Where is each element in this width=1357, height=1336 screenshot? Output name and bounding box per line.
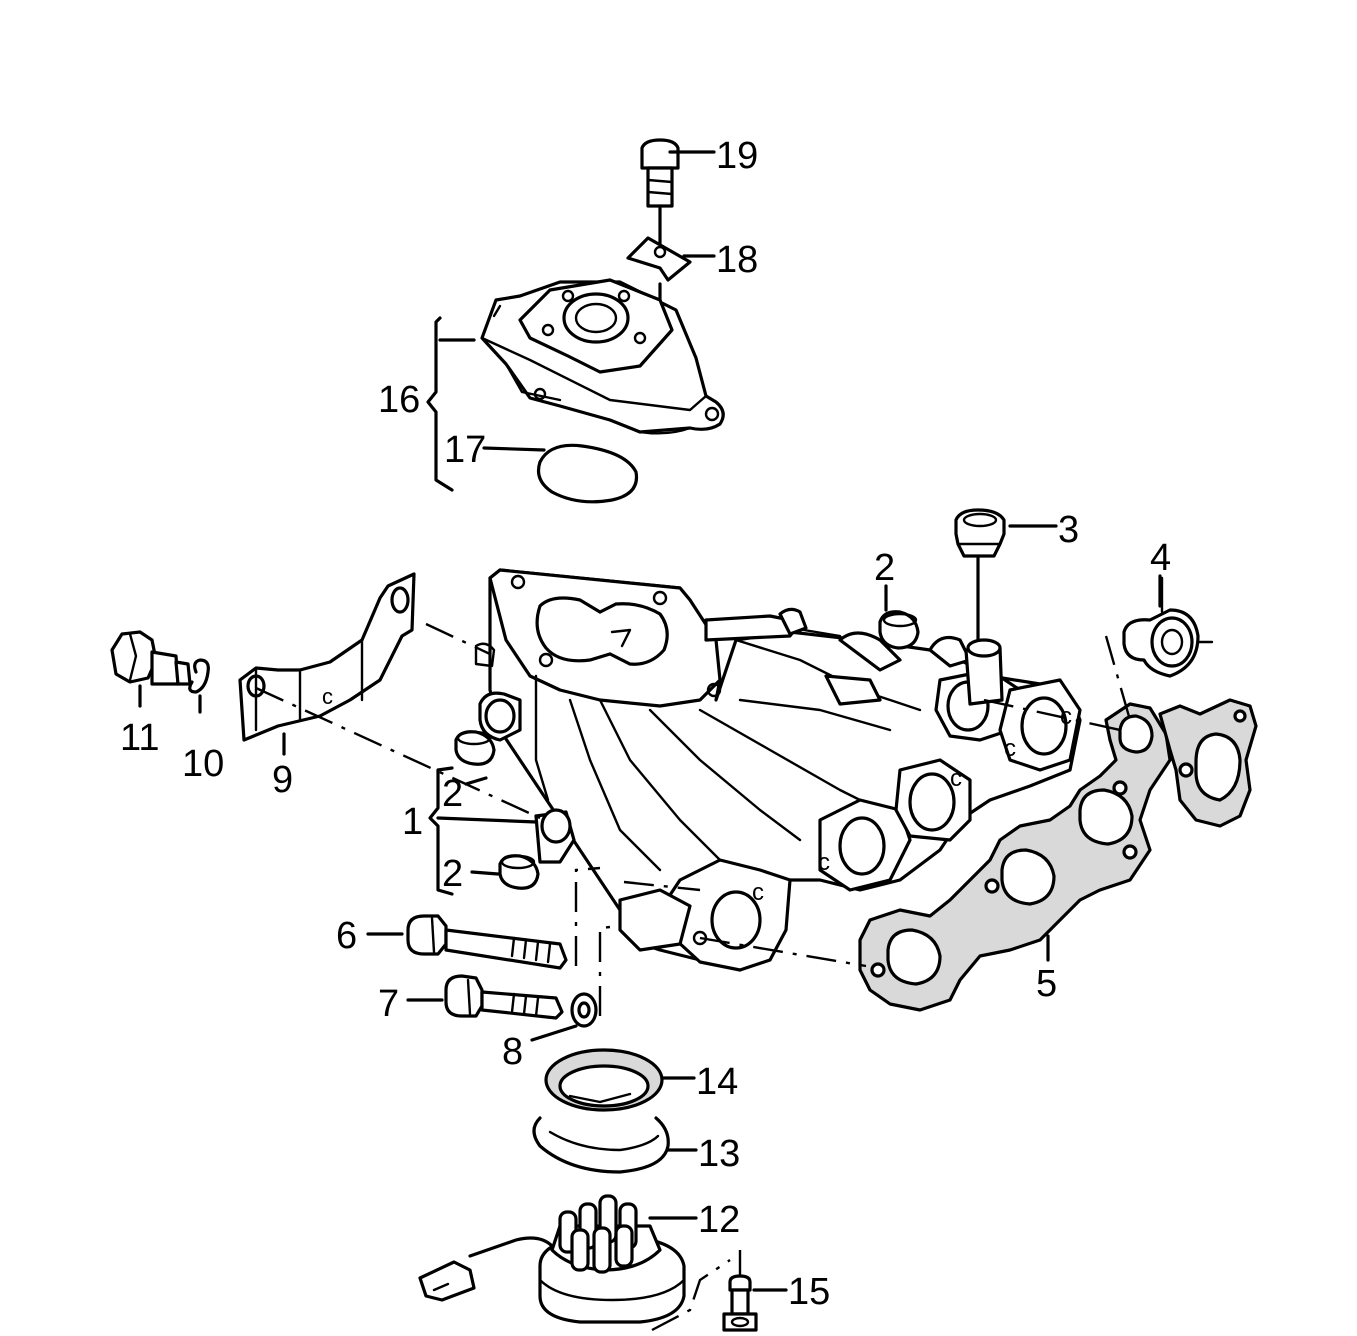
- part-6-stud-bolt: [406, 914, 568, 970]
- leader-1: [436, 816, 538, 824]
- part-19-screw: [722, 1274, 758, 1332]
- svg-text:c: c: [818, 849, 830, 876]
- callout-4: 4: [1150, 537, 1171, 579]
- callout-8: 8: [502, 1031, 523, 1073]
- callout-5: 5: [1036, 963, 1057, 1005]
- part-11-bolt: [110, 630, 192, 686]
- callout-18: 14: [696, 1061, 738, 1103]
- bracket-1: [428, 766, 454, 896]
- bracket-12-13: [426, 316, 454, 492]
- part-15-bolt: [640, 138, 680, 252]
- callout-17: 13: [698, 1133, 740, 1175]
- callout-9: 9: [272, 759, 293, 801]
- part-14-bracket: [626, 236, 692, 302]
- leader-13: [482, 446, 546, 452]
- part-2-plug-lower: [498, 854, 540, 890]
- part-10-spring-washer: [188, 658, 210, 694]
- callout-6: 6: [336, 915, 357, 957]
- callout-1: 1: [402, 801, 423, 843]
- callout-7: 7: [378, 983, 399, 1025]
- svg-text:c: c: [950, 765, 962, 792]
- svg-text:c: c: [322, 684, 333, 709]
- callout-2-middle: 2: [442, 773, 463, 815]
- part-2-plug-middle: [454, 730, 496, 766]
- part-18-gasket: [544, 1048, 664, 1112]
- part-17-ring: [532, 1116, 670, 1174]
- svg-text:c: c: [1004, 735, 1016, 762]
- callout-10: 10: [182, 743, 224, 785]
- callout-3: 3: [1058, 509, 1079, 551]
- part-16-sensor-assembly: [418, 1194, 686, 1324]
- part-4-threaded-plug: [1122, 576, 1214, 678]
- leader-lines: [138, 150, 1162, 1292]
- callout-14: 18: [716, 239, 758, 281]
- svg-text:c: c: [1060, 703, 1072, 730]
- callout-12: 16: [378, 379, 420, 421]
- part-1-intake-manifold: c c c c c: [474, 568, 1082, 972]
- part-8-washer: [570, 992, 598, 1028]
- part-12-throttle-housing: [480, 278, 725, 435]
- callout-11: 11: [120, 717, 159, 759]
- part-2-plug-upper: [878, 610, 920, 650]
- part-3-cap: [954, 508, 1006, 642]
- svg-text:c: c: [752, 879, 764, 906]
- part-7-bolt: [444, 974, 564, 1020]
- callout-13: 17: [444, 429, 486, 471]
- callout-19: 15: [788, 1271, 830, 1313]
- part-9-support-bracket: c: [238, 572, 416, 742]
- part-5-manifold-gasket: [858, 698, 1258, 1012]
- part-13-o-ring: [536, 443, 639, 504]
- callout-16: 12: [698, 1199, 740, 1241]
- callout-15: 19: [716, 135, 758, 177]
- callout-2-upper: 2: [874, 547, 895, 589]
- callout-2-lower: 2: [442, 853, 463, 895]
- assembly-lines: [255, 622, 1132, 1332]
